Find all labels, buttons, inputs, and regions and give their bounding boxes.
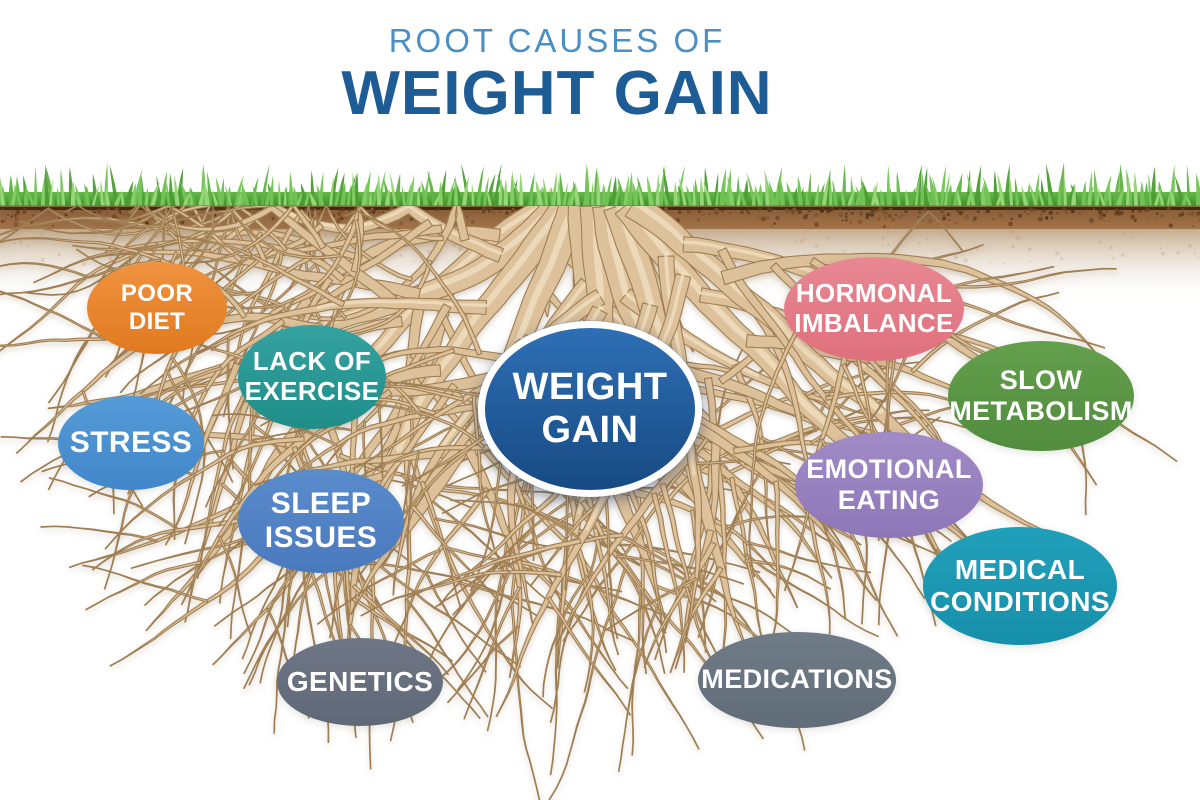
grass-layer <box>0 162 1200 206</box>
cause-bubble-slow-metabolism: SLOW METABOLISM <box>948 341 1134 451</box>
cause-bubble-genetics: GENETICS <box>277 638 443 726</box>
cause-bubble-sleep-issues: SLEEP ISSUES <box>238 469 404 573</box>
cause-label-hormonal-imbalance: HORMONAL IMBALANCE <box>794 278 954 338</box>
cause-label-medical-conditions: MEDICAL CONDITIONS <box>930 553 1110 617</box>
cause-bubble-emotional-eating: EMOTIONAL EATING <box>795 432 983 538</box>
cause-bubble-medical-conditions: MEDICAL CONDITIONS <box>923 527 1117 645</box>
cause-label-sleep-issues: SLEEP ISSUES <box>264 486 378 555</box>
cause-label-lack-of-exercise: LACK OF EXERCISE <box>244 346 380 406</box>
cause-label-medications: MEDICATIONS <box>701 664 893 695</box>
cause-label-stress: STRESS <box>69 425 193 459</box>
cause-label-poor-diet: POOR DIET <box>120 280 194 335</box>
cause-label-emotional-eating: EMOTIONAL EATING <box>806 453 972 515</box>
cause-bubble-hormonal-imbalance: HORMONAL IMBALANCE <box>784 257 964 361</box>
center-label-weight-gain: WEIGHT GAIN <box>512 366 668 451</box>
cause-bubble-lack-of-exercise: LACK OF EXERCISE <box>238 325 386 429</box>
cause-label-slow-metabolism: SLOW METABOLISM <box>949 364 1133 426</box>
cause-bubble-poor-diet: POOR DIET <box>87 262 227 354</box>
cause-label-genetics: GENETICS <box>286 665 434 697</box>
cause-bubble-medications: MEDICATIONS <box>698 632 896 728</box>
cause-bubble-stress: STRESS <box>58 396 204 490</box>
center-bubble-weight-gain: WEIGHT GAIN <box>478 321 702 497</box>
